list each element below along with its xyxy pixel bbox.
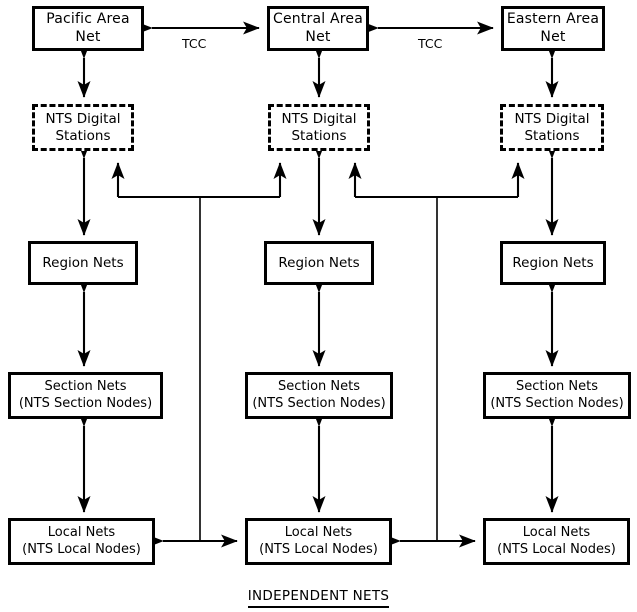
central-area-net-line-1: Central Area — [272, 11, 364, 27]
section-nets-pacific-line-1: Section Nets — [44, 379, 127, 395]
nts-digital-stations-central-line-2: Stations — [291, 127, 347, 144]
region-nets-central-line-1: Region Nets — [278, 254, 360, 271]
section-nets-eastern-line-2: (NTS Section Nodes) — [490, 395, 624, 411]
tcc-label-left: TCC — [182, 36, 207, 51]
region-nets-eastern: Region Nets — [500, 241, 606, 285]
tcc-label-right: TCC — [418, 36, 443, 51]
nts-digital-stations-eastern-line-1: NTS Digital — [514, 110, 590, 127]
region-nets-pacific: Region Nets — [28, 241, 138, 285]
nts-digital-stations-eastern-line-2: Stations — [524, 127, 580, 144]
section-nets-central-line-1: Section Nets — [277, 379, 361, 395]
section-nets-pacific: Section Nets(NTS Section Nodes) — [8, 372, 163, 419]
footer-caption-text: INDEPENDENT NETS — [247, 588, 390, 608]
local-nets-central-line-1: Local Nets — [284, 525, 353, 541]
local-nets-pacific-line-2: (NTS Local Nodes) — [22, 541, 141, 557]
section-nets-central: Section Nets(NTS Section Nodes) — [245, 372, 393, 419]
footer-caption: INDEPENDENT NETS — [0, 588, 637, 608]
section-nets-eastern: Section Nets(NTS Section Nodes) — [483, 372, 631, 419]
region-nets-eastern-line-1: Region Nets — [512, 254, 594, 271]
section-nets-eastern-line-1: Section Nets — [515, 379, 599, 395]
local-nets-eastern-line-2: (NTS Local Nodes) — [497, 541, 616, 557]
pacific-area-net-line-2: Net — [75, 28, 101, 45]
local-nets-eastern-line-1: Local Nets — [522, 525, 591, 541]
local-nets-pacific: Local Nets(NTS Local Nodes) — [8, 518, 155, 565]
local-nets-eastern: Local Nets(NTS Local Nodes) — [483, 518, 630, 565]
region-nets-pacific-line-1: Region Nets — [42, 254, 124, 271]
central-area-net-line-2: Net — [305, 28, 331, 45]
local-nets-central: Local Nets(NTS Local Nodes) — [245, 518, 392, 565]
eastern-area-net-line-2: Net — [540, 28, 566, 45]
section-nets-pacific-line-2: (NTS Section Nodes) — [18, 395, 153, 411]
region-nets-central: Region Nets — [264, 241, 374, 285]
local-nets-pacific-line-1: Local Nets — [47, 525, 116, 541]
pacific-area-net-line-1: Pacific Area — [46, 11, 130, 27]
nts-digital-stations-central-line-1: NTS Digital — [281, 110, 357, 127]
eastern-area-net-line-1: Eastern Area — [506, 11, 600, 27]
nts-digital-stations-pacific-line-2: Stations — [55, 127, 111, 144]
nts-digital-stations-pacific-line-1: NTS Digital — [45, 110, 121, 127]
local-nets-central-line-2: (NTS Local Nodes) — [259, 541, 378, 557]
section-nets-central-line-2: (NTS Section Nodes) — [252, 395, 386, 411]
